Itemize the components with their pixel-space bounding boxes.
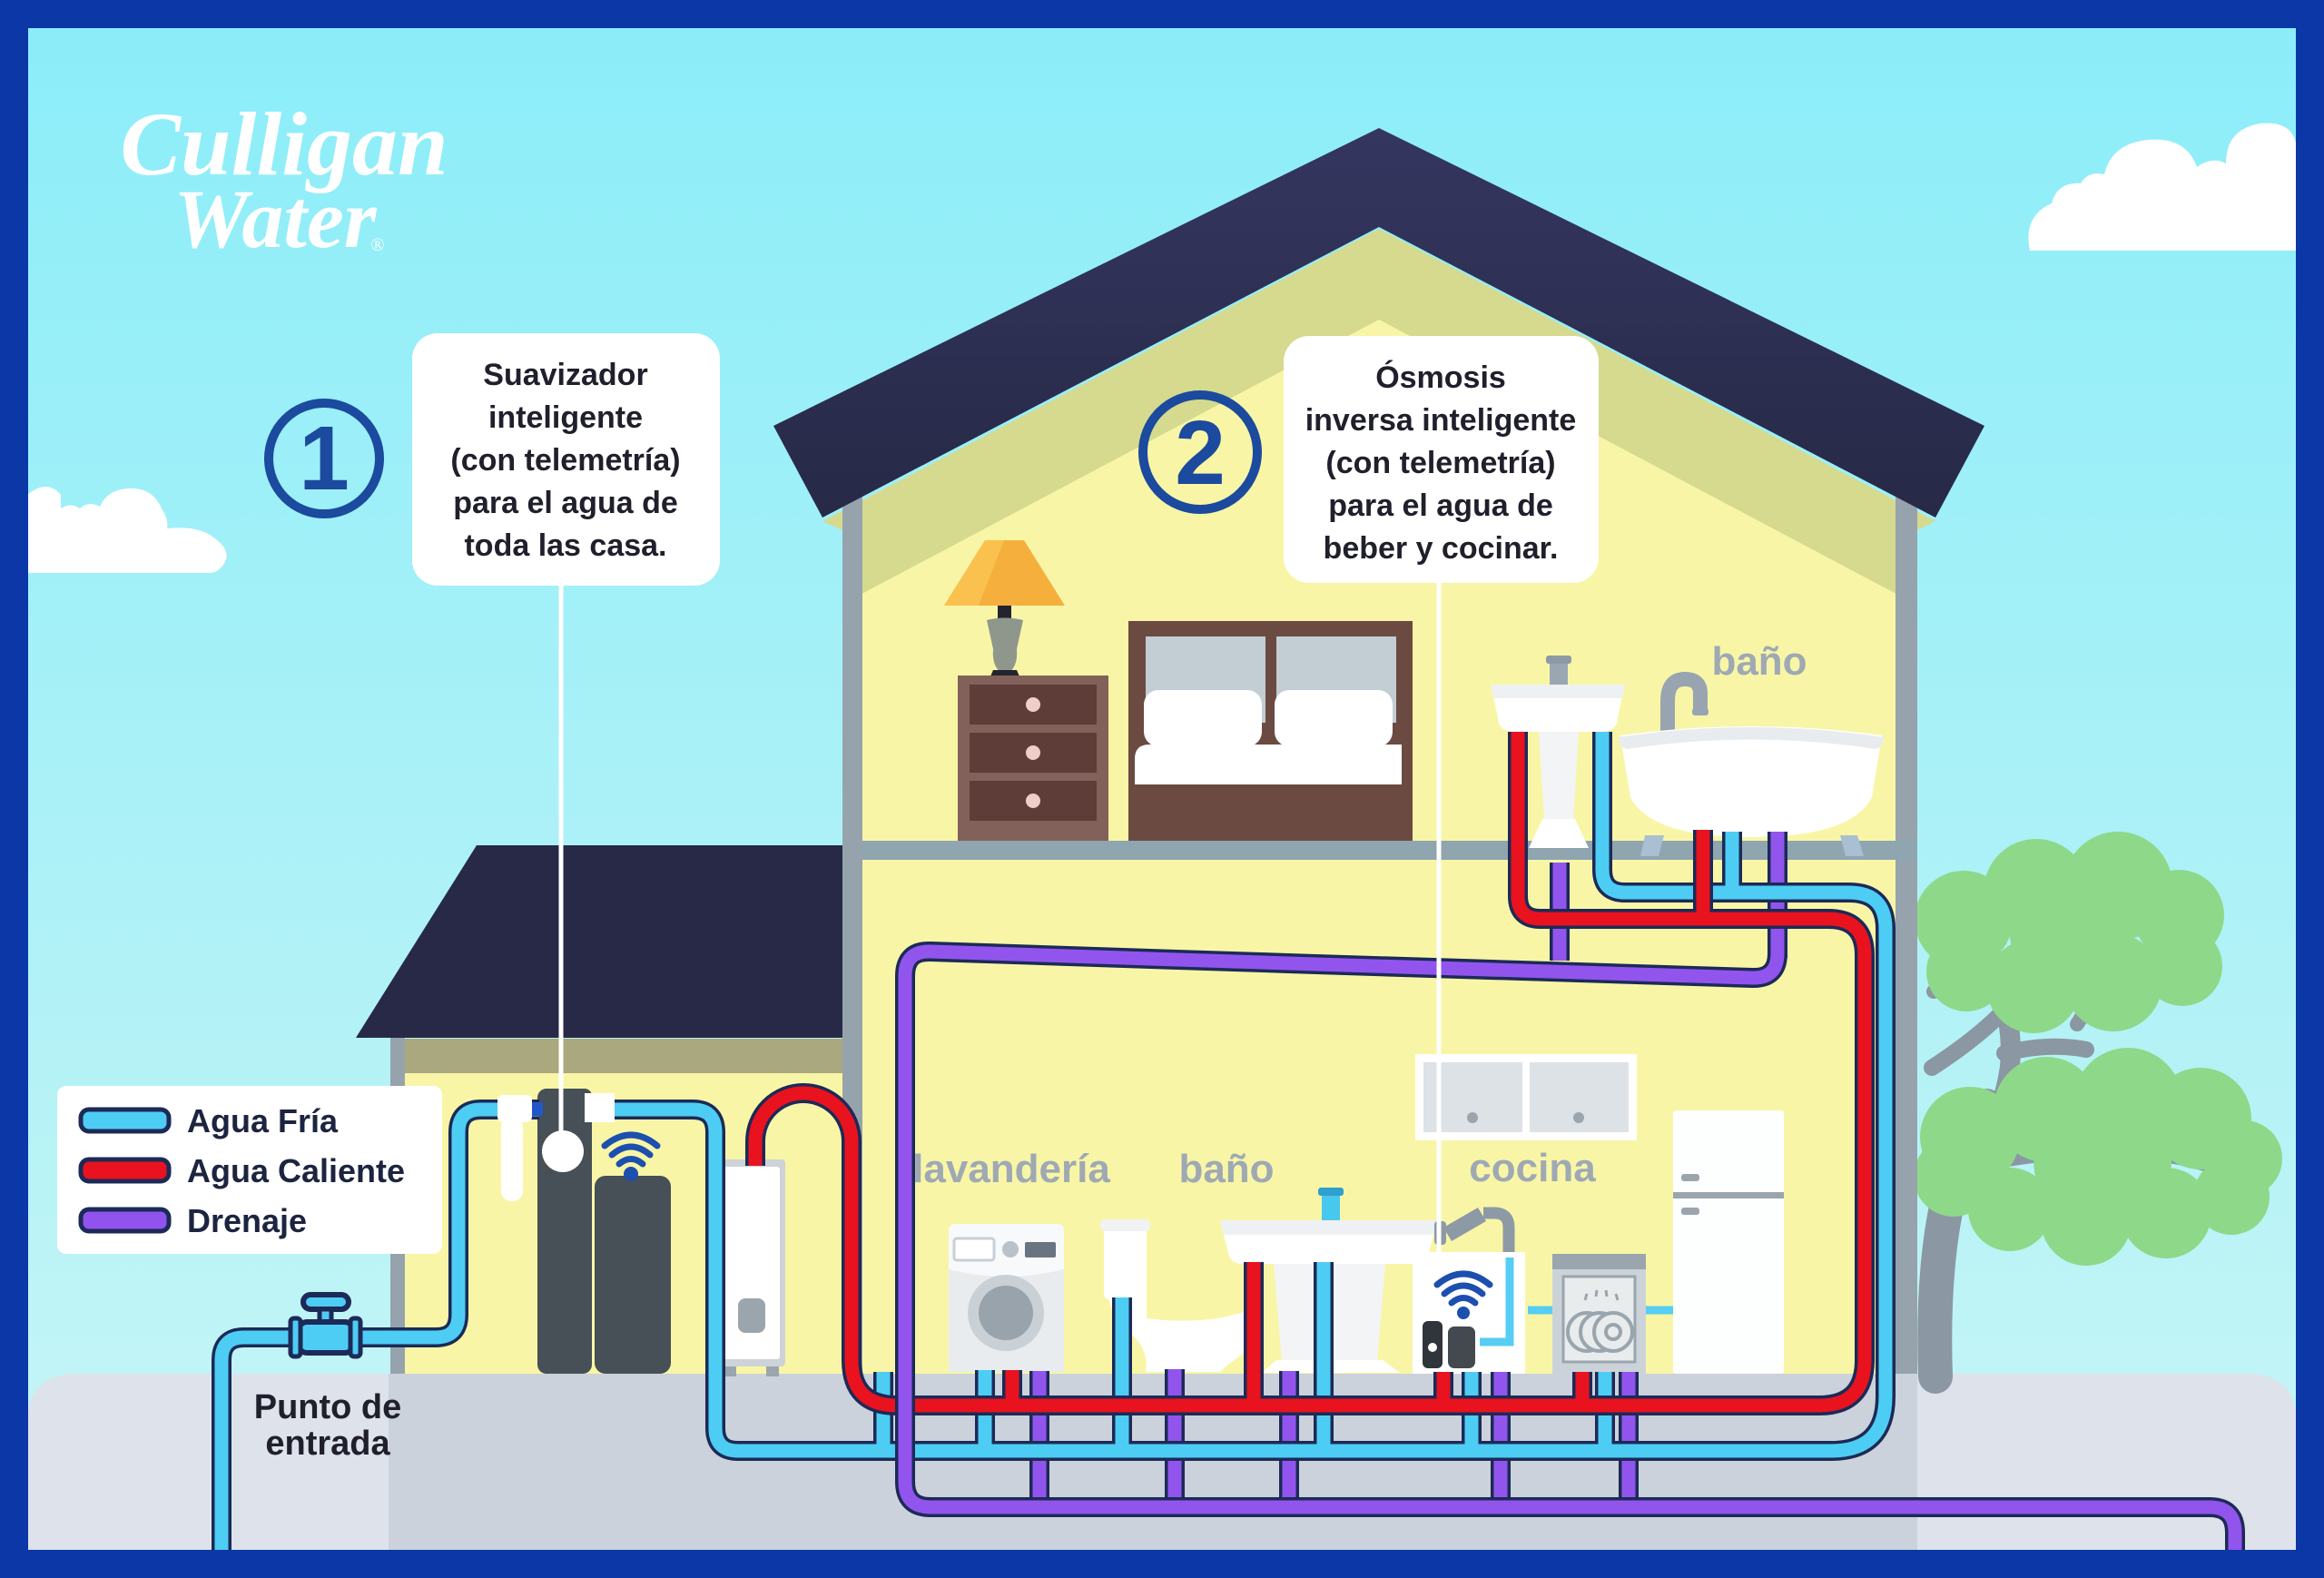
- svg-text:Drenaje: Drenaje: [187, 1202, 307, 1239]
- svg-text:2: 2: [1175, 402, 1226, 504]
- svg-text:Water: Water: [173, 173, 377, 265]
- svg-text:inversa inteligente: inversa inteligente: [1305, 403, 1577, 438]
- svg-text:beber y cocinar.: beber y cocinar.: [1324, 531, 1559, 566]
- svg-text:baño: baño: [1711, 639, 1807, 684]
- svg-text:para el agua de: para el agua de: [453, 486, 678, 520]
- svg-text:(con telemetría): (con telemetría): [1325, 446, 1555, 480]
- svg-text:cocina: cocina: [1469, 1146, 1596, 1190]
- svg-text:para el agua de: para el agua de: [1328, 488, 1553, 523]
- svg-text:®: ®: [370, 235, 384, 255]
- svg-text:Culligan: Culligan: [120, 94, 448, 194]
- svg-text:Punto de: Punto de: [254, 1388, 402, 1426]
- svg-text:baño: baño: [1178, 1147, 1274, 1191]
- svg-text:(con telemetría): (con telemetría): [450, 443, 680, 478]
- svg-text:lavandería: lavandería: [912, 1147, 1110, 1191]
- svg-text:Agua Fría: Agua Fría: [187, 1102, 339, 1139]
- svg-text:Ósmosis: Ósmosis: [1375, 360, 1506, 395]
- svg-text:inteligente: inteligente: [488, 400, 643, 435]
- svg-text:entrada: entrada: [265, 1425, 390, 1463]
- svg-text:Suavizador: Suavizador: [483, 358, 647, 392]
- svg-text:1: 1: [299, 408, 350, 509]
- svg-text:Agua Caliente: Agua Caliente: [187, 1152, 405, 1189]
- svg-text:toda las casa.: toda las casa.: [464, 528, 666, 563]
